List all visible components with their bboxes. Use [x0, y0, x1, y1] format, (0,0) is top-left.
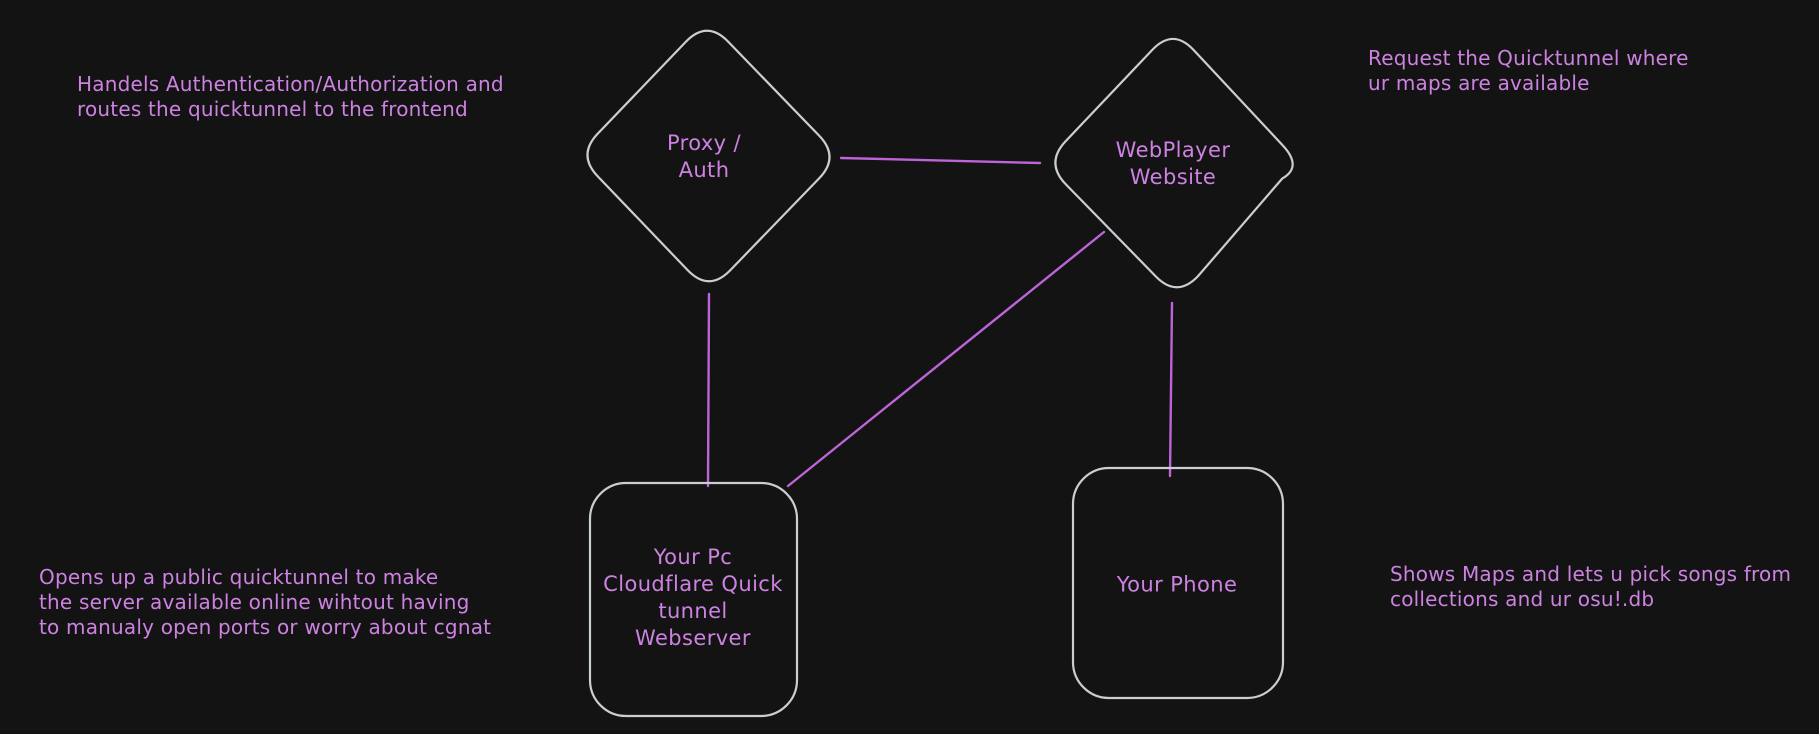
connector-webplayer-yourphone[interactable] [1168, 301, 1174, 478]
connector-proxy-webplayer[interactable] [839, 156, 1042, 165]
your-phone-label: Your Phone [1116, 572, 1238, 597]
connector-proxy-yourpc[interactable] [706, 292, 711, 488]
your-pc-box[interactable] [588, 481, 799, 718]
proxy-auth-diamond[interactable] [586, 29, 831, 283]
your-pc-label: Your Pc Cloudflare Quick tunnel Webserve… [603, 545, 783, 650]
annotation-your-pc[interactable]: Opens up a public quicktunnel to make th… [39, 565, 492, 639]
connector-webplayer-yourpc[interactable] [786, 230, 1106, 488]
annotation-webplayer[interactable]: Request the Quicktunnel where ur maps ar… [1368, 46, 1689, 95]
webplayer-label: WebPlayer Website [1115, 138, 1231, 189]
webplayer-diamond[interactable] [1054, 37, 1294, 289]
your-phone-box[interactable] [1071, 466, 1285, 700]
annotation-your-phone[interactable]: Shows Maps and lets u pick songs from co… [1390, 562, 1792, 611]
proxy-auth-label: Proxy / Auth [666, 131, 742, 182]
annotation-proxy-auth[interactable]: Handels Authentication/Authorization and… [77, 72, 504, 121]
